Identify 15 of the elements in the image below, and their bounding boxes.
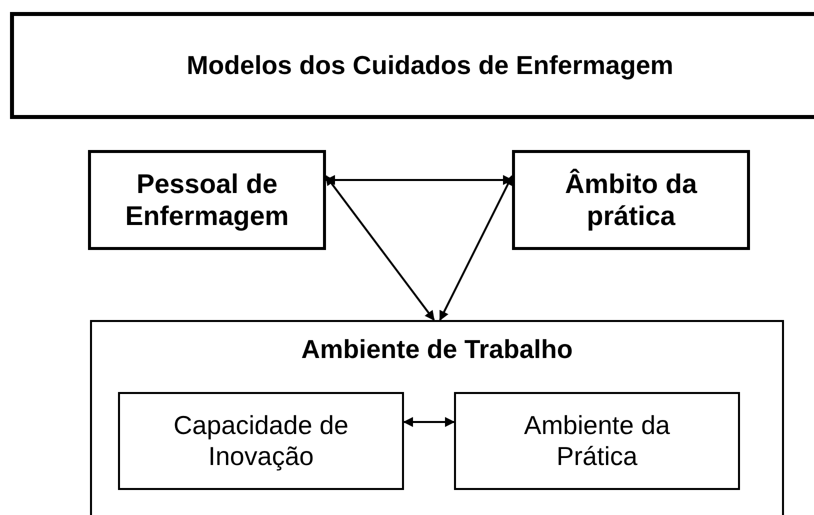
- box-label: Âmbito da prática: [564, 168, 698, 232]
- box-label: Pessoal de Enfermagem: [124, 168, 290, 232]
- text-box: [454, 392, 740, 490]
- box-label: Modelos dos Cuidados de Enfermagem: [186, 50, 674, 82]
- box-heading: Ambiente de Trabalho: [301, 334, 573, 366]
- text-box: [10, 12, 814, 119]
- text-box: [90, 320, 784, 515]
- double-arrow: [439, 175, 513, 321]
- double-arrow: [325, 175, 435, 321]
- box-label: Ambiente da Prática: [523, 410, 671, 472]
- text-box: [118, 392, 404, 490]
- text-box: [512, 150, 750, 250]
- box-label: Capacidade de Inovação: [172, 410, 350, 472]
- text-box: [88, 150, 326, 250]
- double-arrow: [403, 417, 455, 427]
